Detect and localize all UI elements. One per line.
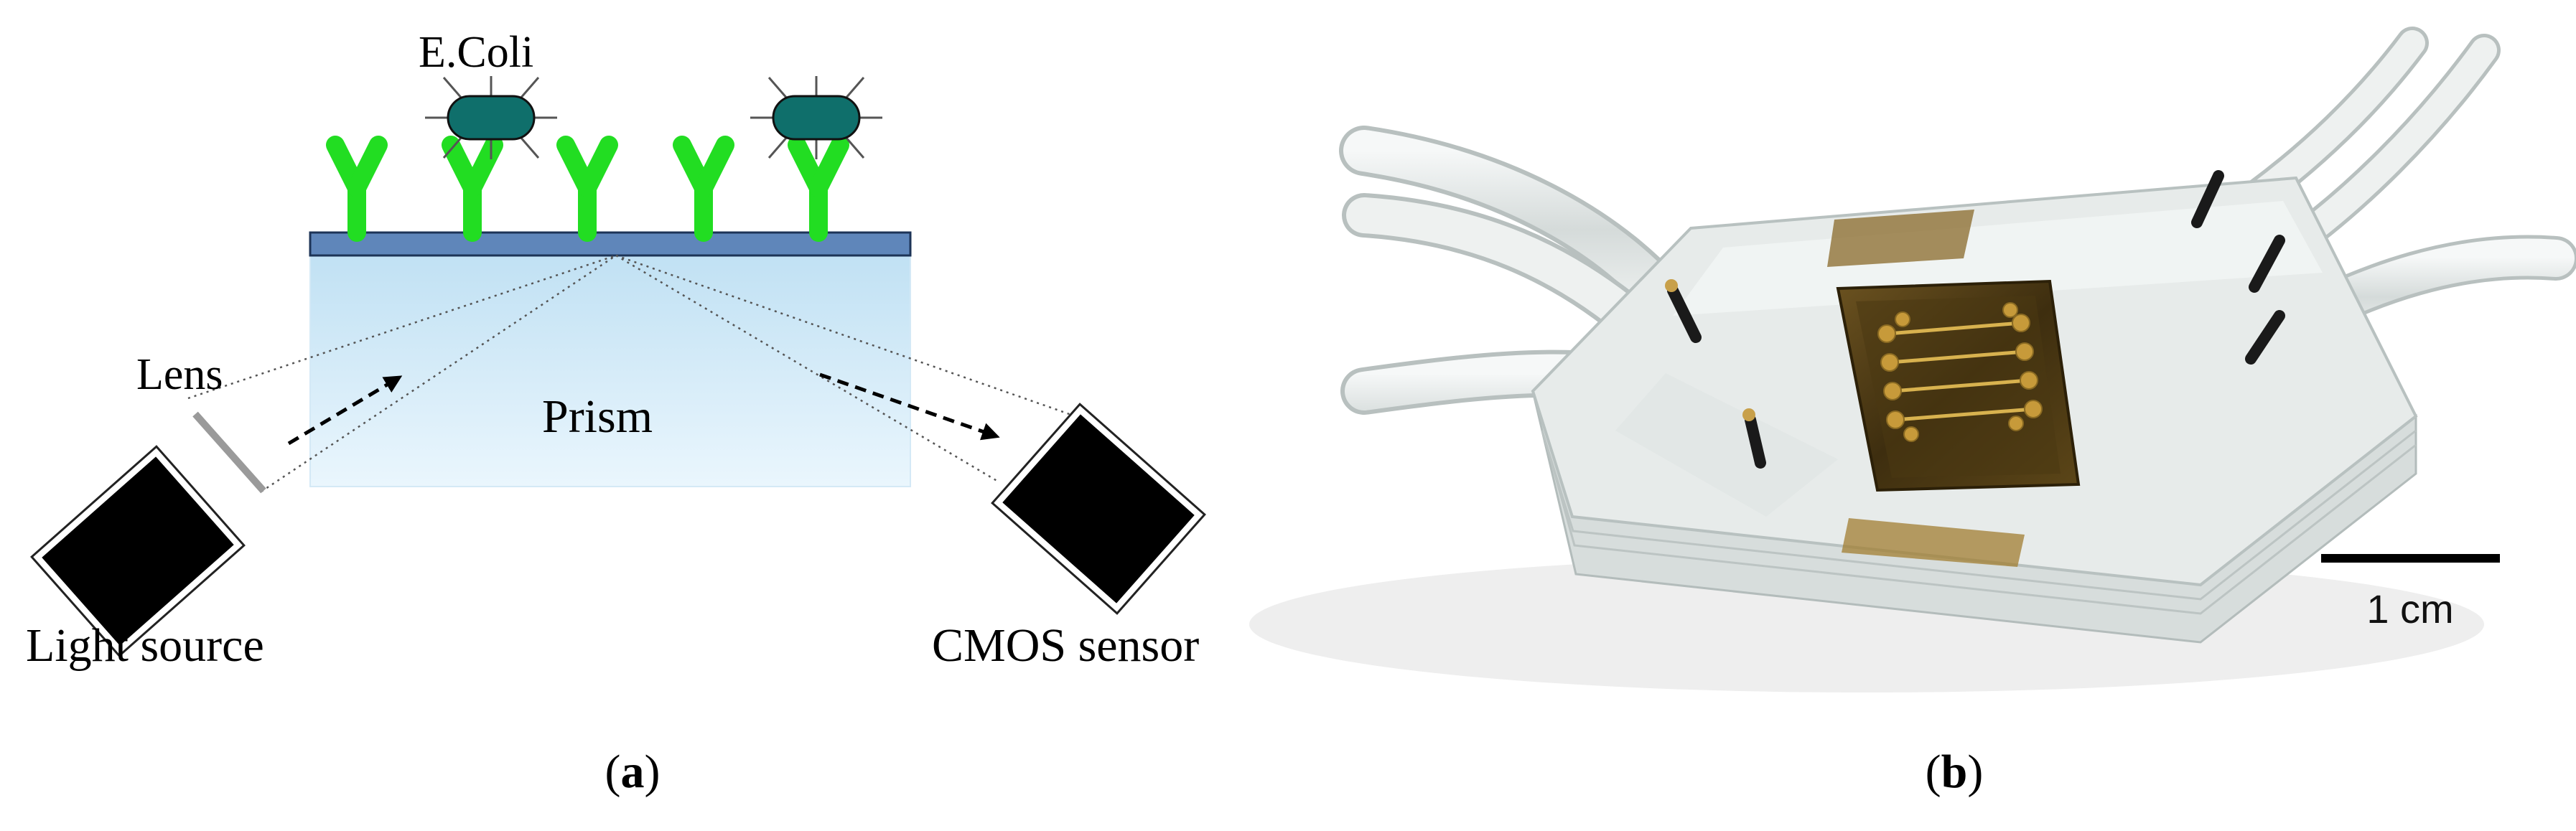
antibody bbox=[556, 136, 618, 242]
panel-b: 1 cm (b) bbox=[1249, 27, 2576, 798]
panel-a-caption: (a) bbox=[605, 746, 661, 798]
reflected-arrow bbox=[819, 372, 1000, 441]
light-source-label: Light source bbox=[26, 619, 264, 672]
panel-a: E.Coli Lens Prism Light source CMOS sens… bbox=[26, 28, 1206, 798]
lens-label: Lens bbox=[136, 350, 223, 399]
cmos-sensor bbox=[991, 403, 1206, 615]
cmos-sensor-label: CMOS sensor bbox=[932, 619, 1199, 672]
bacterium bbox=[425, 76, 557, 159]
electrode-wires bbox=[1887, 321, 2034, 422]
panel-b-caption: (b) bbox=[1926, 746, 1984, 798]
prism bbox=[309, 245, 911, 487]
light-beams bbox=[187, 254, 1076, 493]
contact-pads bbox=[1877, 302, 2043, 442]
antibody bbox=[788, 136, 849, 242]
antibody bbox=[673, 136, 734, 242]
antibody bbox=[442, 136, 503, 242]
prism-label: Prism bbox=[542, 390, 653, 443]
antibody-group bbox=[326, 136, 849, 242]
scale-bar-label: 1 cm bbox=[2366, 586, 2453, 632]
incident-arrow bbox=[287, 375, 403, 446]
ecoli-label: E.Coli bbox=[419, 28, 533, 77]
fluidic-ports bbox=[1667, 170, 2285, 469]
device-photo bbox=[1249, 27, 2576, 692]
antibody bbox=[326, 136, 388, 242]
bacterium bbox=[750, 76, 882, 159]
light-source bbox=[30, 445, 246, 657]
lens bbox=[192, 411, 266, 494]
